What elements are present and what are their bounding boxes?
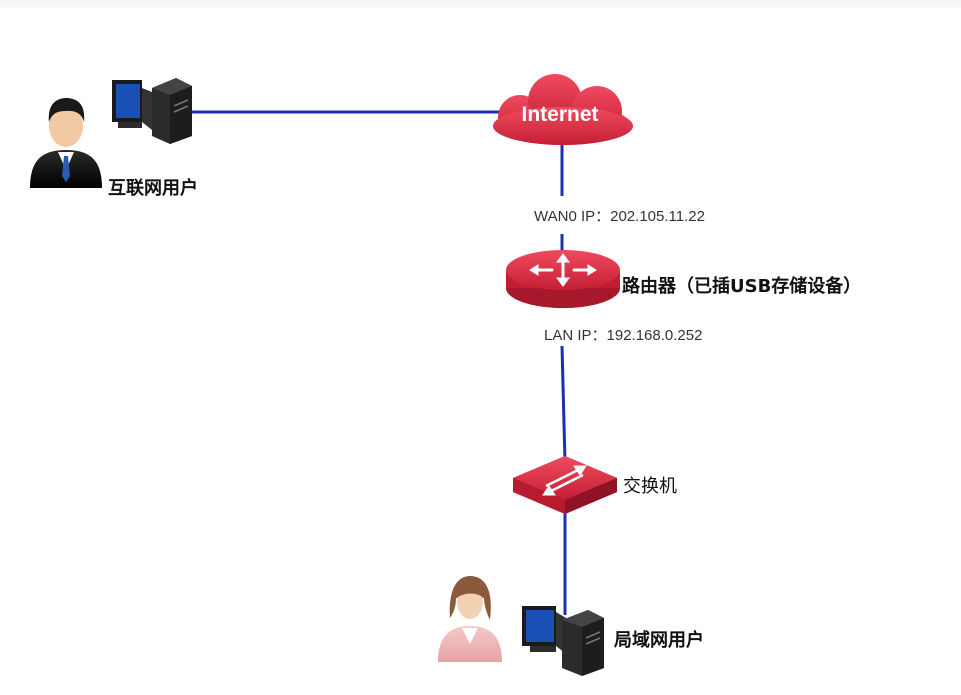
internet-label: Internet: [521, 103, 598, 126]
computer-icon: [112, 78, 192, 144]
router-label: 路由器（已插USB存储设备）: [622, 276, 862, 297]
switch-icon: [513, 456, 617, 514]
lan-ip-label: LAN IP：192.168.0.252: [544, 327, 703, 344]
wan-ip-label: WAN0 IP：202.105.11.22: [534, 208, 705, 225]
internet-cloud-icon: Internet: [493, 74, 633, 145]
link-router-to-switch: [560, 345, 567, 463]
internet-user-label: 互联网用户: [108, 178, 198, 199]
top-shadow-bar: [0, 0, 961, 10]
lan-user-label: 局域网用户: [614, 630, 704, 651]
router-icon: [506, 250, 620, 308]
computer-icon: [522, 606, 604, 676]
switch-label: 交换机: [623, 476, 677, 497]
links: [192, 110, 567, 615]
male-user-icon: [30, 98, 102, 188]
female-user-icon: [438, 576, 502, 662]
